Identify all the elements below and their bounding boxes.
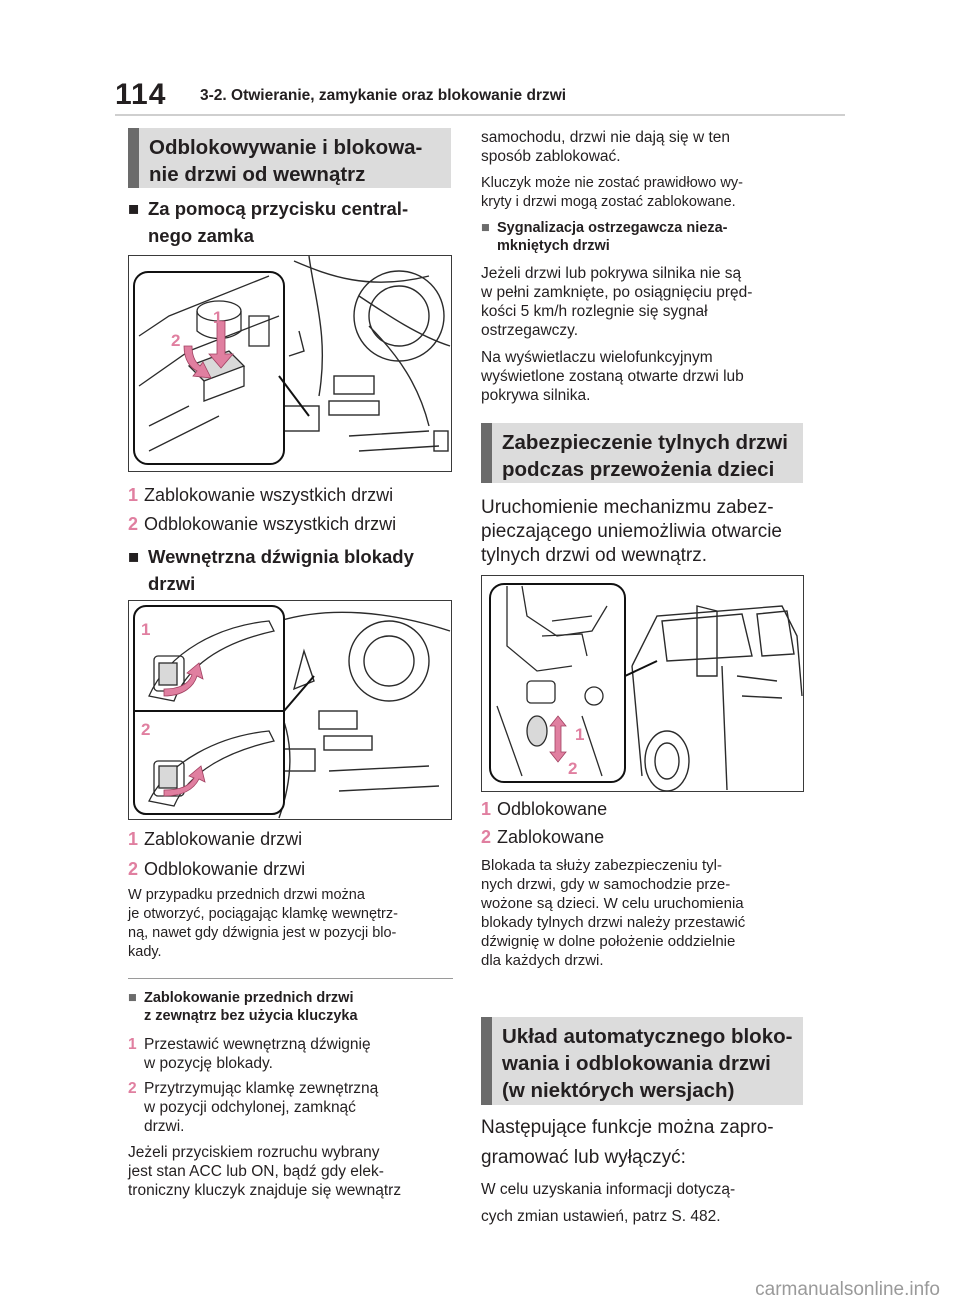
subheading-central-lock-switch: ■ Za pomocą przycisku central- nego zamka: [128, 195, 458, 249]
paragraph-settings-reference: W celu uzyskania informacji dotyczą- cyc…: [481, 1181, 736, 1225]
paragraph-child-lock-usage: Blokada ta służy zabezpieczeniu tyl- nyc…: [481, 857, 746, 969]
paragraph-key-detection: Kluczyk może nie zostać prawidłowo wy- k…: [481, 175, 743, 210]
item-number: 1: [128, 829, 139, 849]
watermark: carmanualsonline.info: [755, 1279, 940, 1300]
paragraph-child-protector-intro: Uruchomienie mechanizmu zabez- pieczając…: [481, 497, 782, 566]
callout-1: 1: [141, 620, 150, 639]
item-text: Odblokowanie wszystkich drzwi: [144, 514, 397, 534]
subheading-open-door-warning: ■ Sygnalizacja ostrzegawcza nieza- mknięt…: [481, 219, 811, 255]
page-number: 114: [115, 78, 167, 111]
item-text: Odblokowane: [497, 799, 608, 819]
central-lock-illustration: 1 2: [133, 256, 451, 465]
bullet-square-icon: ■: [128, 198, 140, 219]
header-divider: [115, 114, 845, 116]
paragraph-warning-buzzer: Jeżeli drzwi lub pokrywa silnika nie są …: [481, 265, 753, 339]
section-heading-child-protector: Zabezpieczenie tylnych drzwi podczas prz…: [481, 423, 803, 483]
item-number: 2: [481, 827, 492, 847]
item-text: Zablokowanie drzwi: [144, 829, 303, 849]
item-text: Zablokowanie wszystkich drzwi: [144, 485, 394, 505]
section-heading-unlock-lock-inside: Odblokowywanie i blokowa- nie drzwi od w…: [128, 128, 451, 188]
paragraph-continued: samochodu, drzwi nie dają się w ten spos…: [481, 129, 730, 165]
callout-2: 2: [568, 759, 577, 778]
figure-inside-lock-lever: 1 2: [128, 600, 452, 820]
step-2: 2 Przytrzymując klamkę zewnętrzną w pozyc…: [128, 1079, 458, 1136]
callout-1: 1: [213, 308, 222, 327]
bullet-square-icon: ■: [128, 990, 137, 1006]
paragraph-display: Na wyświetlaczu wielofunkcyjnym wyświetl…: [481, 349, 744, 404]
item-number: 2: [128, 859, 139, 879]
subheading-text: Za pomocą przycisku central- nego zamka: [148, 198, 409, 246]
note-divider: [128, 978, 453, 979]
bullet-square-icon: ■: [481, 220, 490, 236]
step-1: 1 Przestawić wewnętrzną dźwignię w pozycj…: [128, 1035, 458, 1073]
item-text: Odblokowanie drzwi: [144, 859, 306, 879]
paragraph-auto-lock-intro: Następujące funkcje można zapro- gramowa…: [481, 1117, 774, 1168]
step-number: 1: [128, 1036, 137, 1053]
child-lock-illustration: 1 2: [489, 583, 803, 791]
subheading-text: Wewnętrzna dźwignia blokady drzwi: [148, 546, 414, 594]
chapter-title: 3-2. Otwieranie, zamykanie oraz blokowan…: [200, 87, 567, 104]
item-number: 1: [481, 799, 492, 819]
item-text: Zablokowane: [497, 827, 605, 847]
item-number: 1: [128, 485, 139, 505]
subheading-text: Sygnalizacja ostrzegawcza nieza- mknięty…: [497, 220, 728, 254]
section-heading-auto-lock: Układ automatycznego bloko- wania i odbl…: [481, 1017, 803, 1105]
note-front-doors: W przypadku przednich drzwi można je otw…: [128, 887, 398, 960]
subheading-inside-lock-lever: ■ Wewnętrzna dźwignia blokady drzwi: [128, 543, 458, 597]
step-text: Przestawić wewnętrzną dźwignię w pozycję…: [144, 1036, 371, 1072]
lock-lever-illustration: 1 2: [133, 605, 451, 819]
callout-2: 2: [171, 331, 180, 350]
bullet-square-icon: ■: [128, 546, 140, 567]
callout-1: 1: [575, 725, 584, 744]
step-text: Przytrzymując klamkę zewnętrzną w pozycj…: [144, 1080, 379, 1135]
figure-central-lock-switch: 1 2: [128, 255, 452, 472]
subheading-text: Zablokowanie przednich drzwi z zewnątrz …: [144, 990, 358, 1024]
callout-2: 2: [141, 720, 150, 739]
step-number: 2: [128, 1080, 137, 1097]
item-number: 2: [128, 514, 139, 534]
paragraph-acc-on: Jeżeli przyciskiem rozruchu wybrany jest…: [128, 1144, 402, 1199]
figure-child-protector: 1 2: [481, 575, 804, 792]
subheading-lock-from-outside: ■ Zablokowanie przednich drzwi z zewnątrz…: [128, 989, 458, 1025]
